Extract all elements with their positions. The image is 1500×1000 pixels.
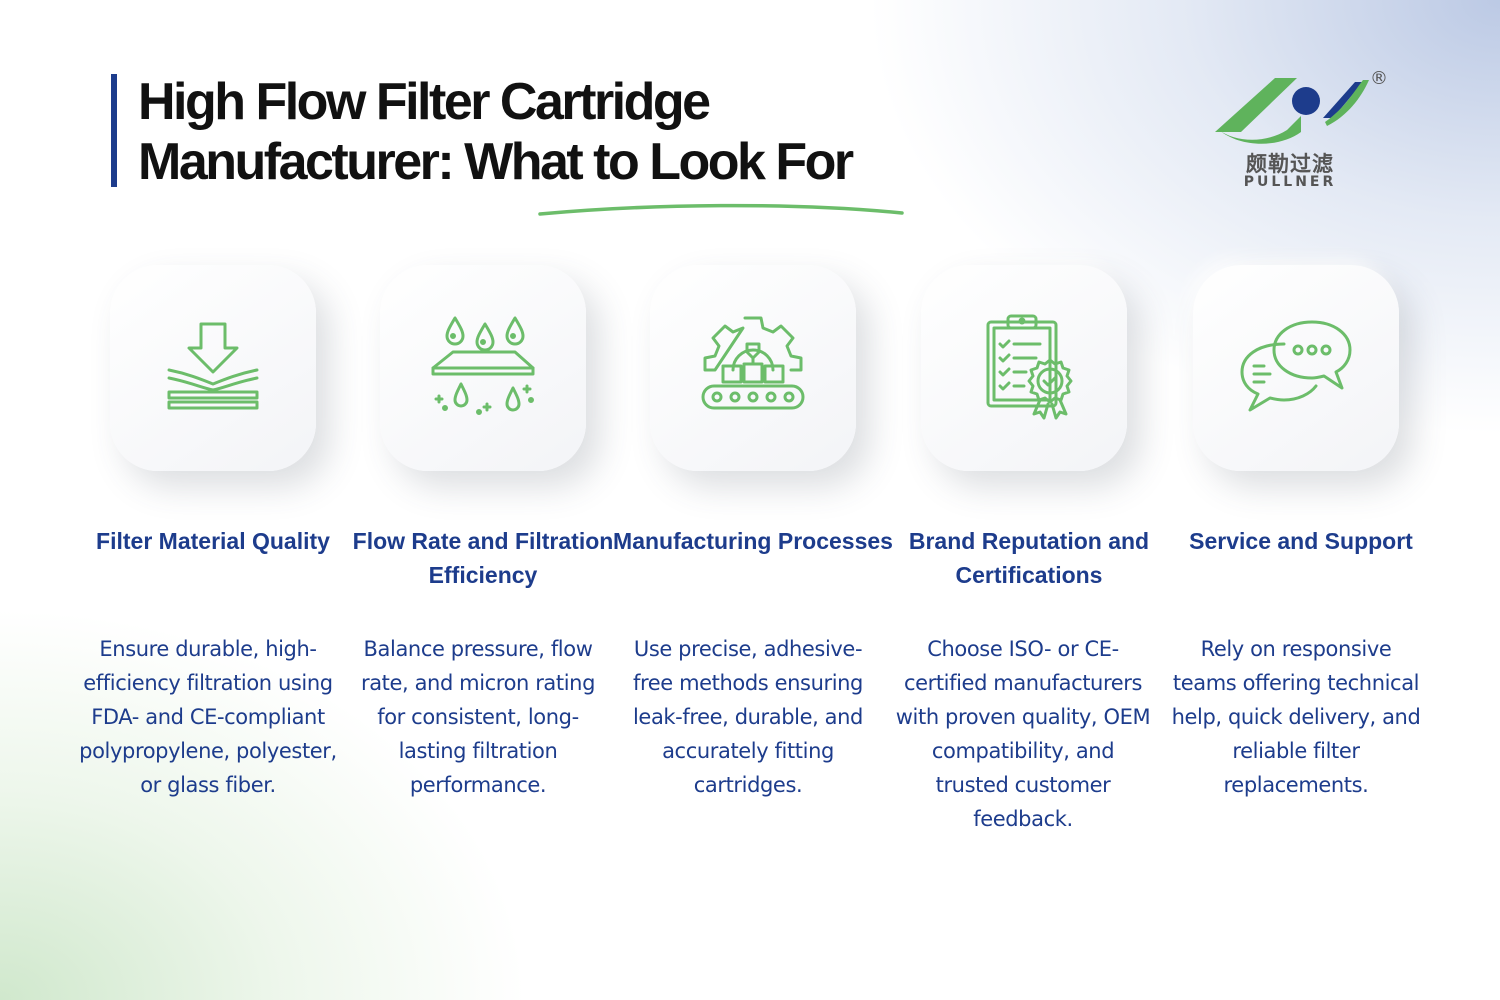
column-1-title: Filter Material Quality bbox=[96, 528, 330, 554]
chat-bubbles-icon bbox=[1240, 320, 1352, 412]
card-flow-rate bbox=[380, 265, 586, 471]
column-2-title: Flow Rate and Filtration Efficiency bbox=[352, 528, 614, 588]
column-4-description: Choose ISO- or CE-certified manufacturer… bbox=[895, 637, 1151, 831]
clipboard-certificate-icon bbox=[986, 314, 1073, 420]
logo-mark-icon bbox=[1215, 78, 1369, 144]
column-3-description: Use precise, adhesive-free methods ensur… bbox=[632, 637, 863, 797]
card-brand-reputation bbox=[921, 265, 1127, 471]
column-1-description: Ensure durable, high-efficiency filtrati… bbox=[79, 637, 337, 797]
title-line-1: High Flow Filter Cartridge bbox=[138, 73, 711, 131]
card-service-support bbox=[1193, 265, 1399, 471]
water-drops-filtration-icon bbox=[431, 316, 535, 415]
column-2-description: Balance pressure, flow rate, and micron … bbox=[360, 637, 596, 797]
registered-mark: ® bbox=[1370, 68, 1388, 89]
title-line-2: Manufacturer: What to Look For bbox=[138, 133, 854, 191]
logo-chinese-text: 颇勒过滤 bbox=[1246, 152, 1334, 176]
gear-conveyor-icon bbox=[701, 316, 805, 410]
column-3-title: Manufacturing Processes bbox=[613, 528, 893, 554]
title-accent-bar bbox=[111, 74, 117, 187]
pullner-logo: ® 颇勒过滤 PULLNER bbox=[1205, 68, 1405, 198]
column-5-title: Service and Support bbox=[1189, 528, 1413, 554]
card-filter-material bbox=[110, 265, 316, 471]
column-5-description: Rely on responsive teams offering techni… bbox=[1171, 637, 1421, 797]
page-title: High Flow Filter Cartridge Manufacturer:… bbox=[138, 72, 1038, 192]
filter-layers-icon bbox=[167, 322, 259, 410]
card-manufacturing bbox=[650, 265, 856, 471]
title-underline-swoosh bbox=[538, 203, 904, 216]
logo-english-text: PULLNER bbox=[1243, 174, 1337, 190]
column-4-title: Brand Reputation and Certifications bbox=[908, 528, 1150, 588]
